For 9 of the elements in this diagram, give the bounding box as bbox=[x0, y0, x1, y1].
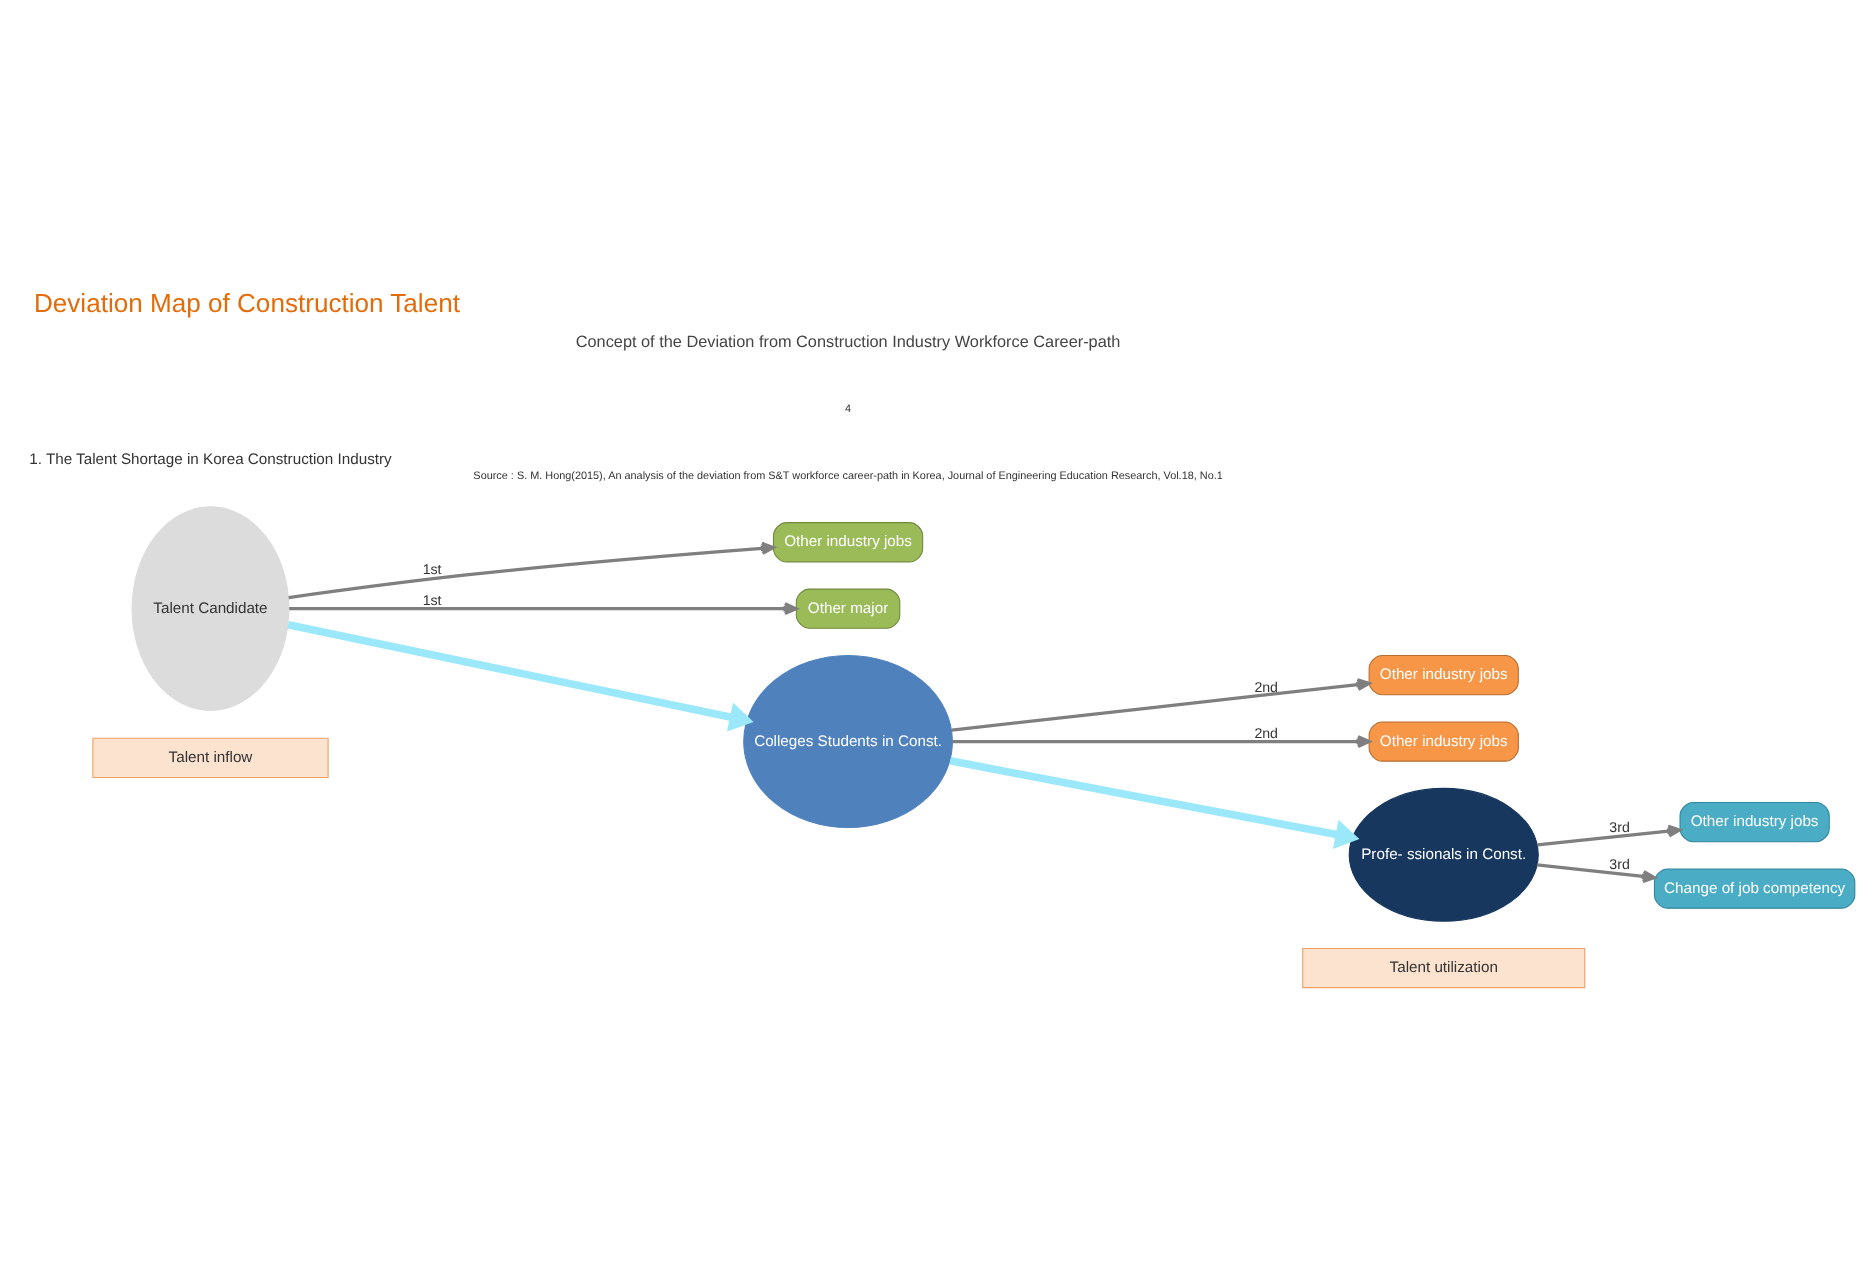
arrow bbox=[948, 757, 1359, 849]
arrow bbox=[287, 541, 774, 600]
arrow bbox=[950, 678, 1370, 732]
arrow bbox=[288, 602, 797, 616]
arrow bbox=[286, 621, 753, 732]
arrow bbox=[1536, 824, 1681, 847]
arrow bbox=[951, 735, 1370, 749]
diagram-title: Deviation Map of Construction Talent bbox=[32, 287, 459, 318]
arrow bbox=[1535, 863, 1655, 883]
